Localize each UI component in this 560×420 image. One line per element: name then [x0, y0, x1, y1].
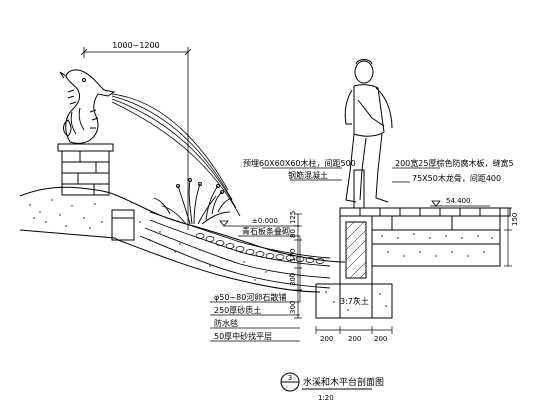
dim-slab-left: 200: [320, 335, 333, 343]
dim-slab-mid: 200: [348, 335, 361, 343]
sand-bed-note: 50厚中砂找平层: [214, 331, 272, 341]
dim-300a: 300: [289, 273, 297, 286]
title-badge: [280, 372, 300, 392]
lime-soil-note: 3:7灰土: [340, 296, 369, 306]
top-dimension-label: 1000~1200: [112, 41, 159, 50]
dim-slab-right: 200: [374, 335, 387, 343]
earth-mound: [19, 186, 346, 293]
dim-125: 125: [289, 211, 297, 224]
pedestal-footing: [111, 209, 135, 241]
drawing-title: 水溪和木平台剖面图: [303, 376, 384, 388]
leader-lines: [210, 167, 440, 342]
seahorse-sculpture-icon: [59, 69, 116, 144]
water-jet-arcs: [111, 93, 241, 217]
water-level-label: ±0.000: [252, 217, 278, 225]
wall-hatch: [345, 221, 367, 279]
vertical-dimension-chain: [294, 207, 512, 319]
deck-boards-note: 200宽25厚棕色防腐木板，缝宽5: [395, 158, 514, 168]
waterproof-note: 防水毯: [214, 318, 238, 328]
deck-structure: [315, 169, 511, 319]
dim-300b: 300: [289, 301, 297, 314]
reed-plants-icon: [153, 178, 233, 225]
soil-hatch: [29, 199, 291, 281]
cobbles: [195, 233, 325, 264]
deck-level-label: 54.400: [446, 197, 471, 205]
subgrade-dots: [325, 233, 493, 311]
pedestal: [57, 143, 114, 196]
post-note: 预埋60X60X60木柱，间距500: [243, 158, 356, 168]
top-dimension: [80, 47, 192, 230]
stream-bed-layers: [139, 211, 331, 289]
deck-level-marker: [430, 200, 490, 207]
person-figure-icon: [344, 59, 393, 203]
water-level-marker: [219, 220, 300, 227]
joists-note: 75X50木龙骨，间距400: [412, 173, 501, 183]
dim-80: 80: [289, 229, 297, 238]
bottom-dimension: [315, 326, 393, 334]
drawing-scale: 1:20: [318, 394, 334, 402]
post-footing-note: 钢筋混凝土: [288, 170, 328, 180]
dim-170: 170: [289, 249, 297, 262]
title-badge-number: 3: [288, 374, 292, 382]
dim-150: 150: [511, 213, 519, 226]
stream-bed-note: 青石板条叠砌: [242, 226, 290, 236]
cobbles-note: φ50~80河卵石散铺: [214, 292, 286, 302]
sand-soil-note: 250厚砂质土: [214, 305, 261, 315]
